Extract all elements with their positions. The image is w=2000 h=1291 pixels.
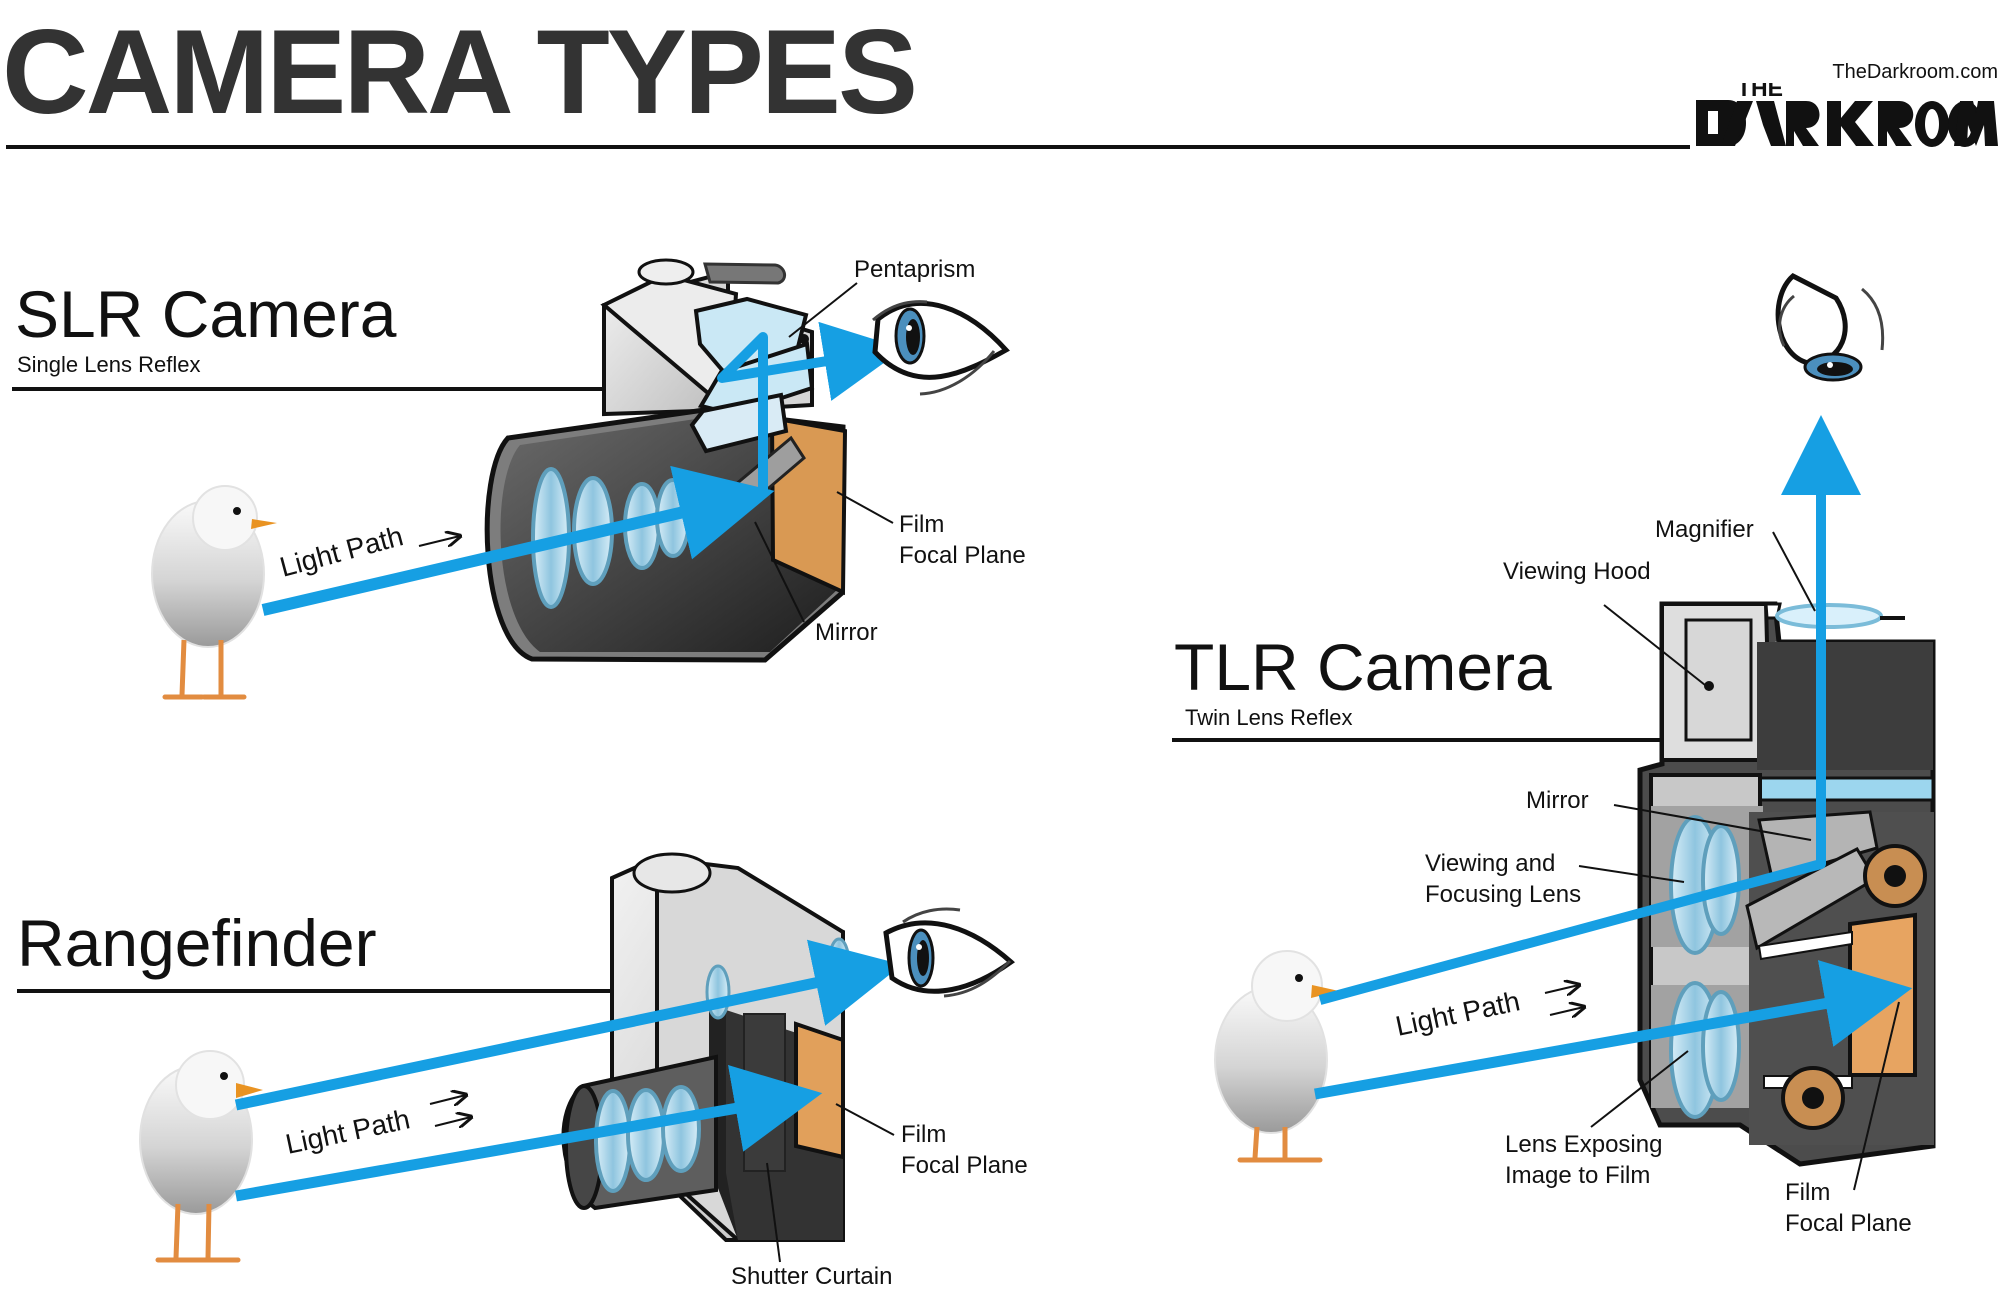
rangefinder-diagram: Light Path Film Focal Plane Shutter Curt… <box>139 852 1028 1290</box>
slr-subtitle: Single Lens Reflex <box>17 352 200 377</box>
rangefinder-callouts: Film Focal Plane Shutter Curtain <box>731 1103 1028 1290</box>
slr-mirror-label: Mirror <box>815 619 878 646</box>
rangefinder-lens-elements <box>594 1085 701 1193</box>
rangefinder-film-label: Film <box>901 1121 946 1148</box>
slr-pentaprism-label: Pentaprism <box>854 256 975 283</box>
tlr-callouts: Magnifier Viewing Hood Mirror Viewing an… <box>1425 516 1912 1237</box>
slr-eye <box>872 300 1010 396</box>
slr-film-label: Film <box>899 511 944 538</box>
slr-callouts: Pentaprism Film Focal Plane Mirror <box>754 256 1026 646</box>
rangefinder-light-path-label: Light Path <box>283 1103 413 1160</box>
tlr-viewing-focusing-label-line1: Viewing and <box>1425 850 1555 877</box>
tlr-camera <box>1637 601 1936 1167</box>
tlr-magnifier <box>1775 603 1883 629</box>
tlr-lens-exposing-label-line1: Lens Exposing <box>1505 1131 1662 1158</box>
site-url[interactable]: TheDarkroom.com <box>1832 61 1998 83</box>
title-rule <box>6 145 1998 149</box>
slr-title: SLR Camera <box>15 277 397 351</box>
tlr-light-path: Light Path <box>1314 415 1913 1100</box>
tlr-viewing-focusing-label-line2: Focusing Lens <box>1425 881 1581 908</box>
tlr-subtitle: Twin Lens Reflex <box>1185 705 1353 730</box>
tlr-light-path-label: Light Path <box>1393 985 1523 1042</box>
rangefinder-focal-plane-label: Focal Plane <box>901 1152 1028 1179</box>
rangefinder-shutter-curtain <box>743 1013 786 1172</box>
darkroom-logo: THE <box>1690 83 1998 149</box>
tlr-eye <box>1775 273 1885 382</box>
rangefinder-film-plane <box>794 1021 845 1160</box>
tlr-focal-plane-label: Focal Plane <box>1785 1210 1912 1237</box>
page-title: CAMERA TYPES <box>2 5 918 139</box>
slr-diagram: Light Path Pentaprism Film Focal Plane M… <box>151 256 1026 700</box>
slr-bird <box>151 485 277 700</box>
tlr-bird <box>1214 950 1339 1163</box>
slr-camera <box>484 258 848 663</box>
slr-bird-beak <box>251 519 277 529</box>
tlr-lens-exposing-label-line2: Image to Film <box>1505 1162 1650 1189</box>
rangefinder-camera <box>561 852 851 1242</box>
rangefinder-bird <box>139 1050 263 1263</box>
logo-the-text: THE <box>1737 83 1783 101</box>
tlr-film-label: Film <box>1785 1179 1830 1206</box>
rangefinder-shutter-curtain-label: Shutter Curtain <box>731 1263 892 1290</box>
slr-light-path-label: Light Path <box>277 520 407 583</box>
tlr-viewing-hood-label: Viewing Hood <box>1503 558 1651 585</box>
slr-bird-eye <box>233 507 241 515</box>
tlr-mirror-label: Mirror <box>1526 787 1589 814</box>
slr-focal-plane-label: Focal Plane <box>899 542 1026 569</box>
tlr-magnifier-label: Magnifier <box>1655 516 1754 543</box>
tlr-title: TLR Camera <box>1174 630 1552 704</box>
rangefinder-eye <box>883 907 1015 998</box>
tlr-diagram: Light Path Magnifier Viewing Hood Mirror… <box>1214 273 1936 1237</box>
rangefinder-title: Rangefinder <box>17 906 377 980</box>
